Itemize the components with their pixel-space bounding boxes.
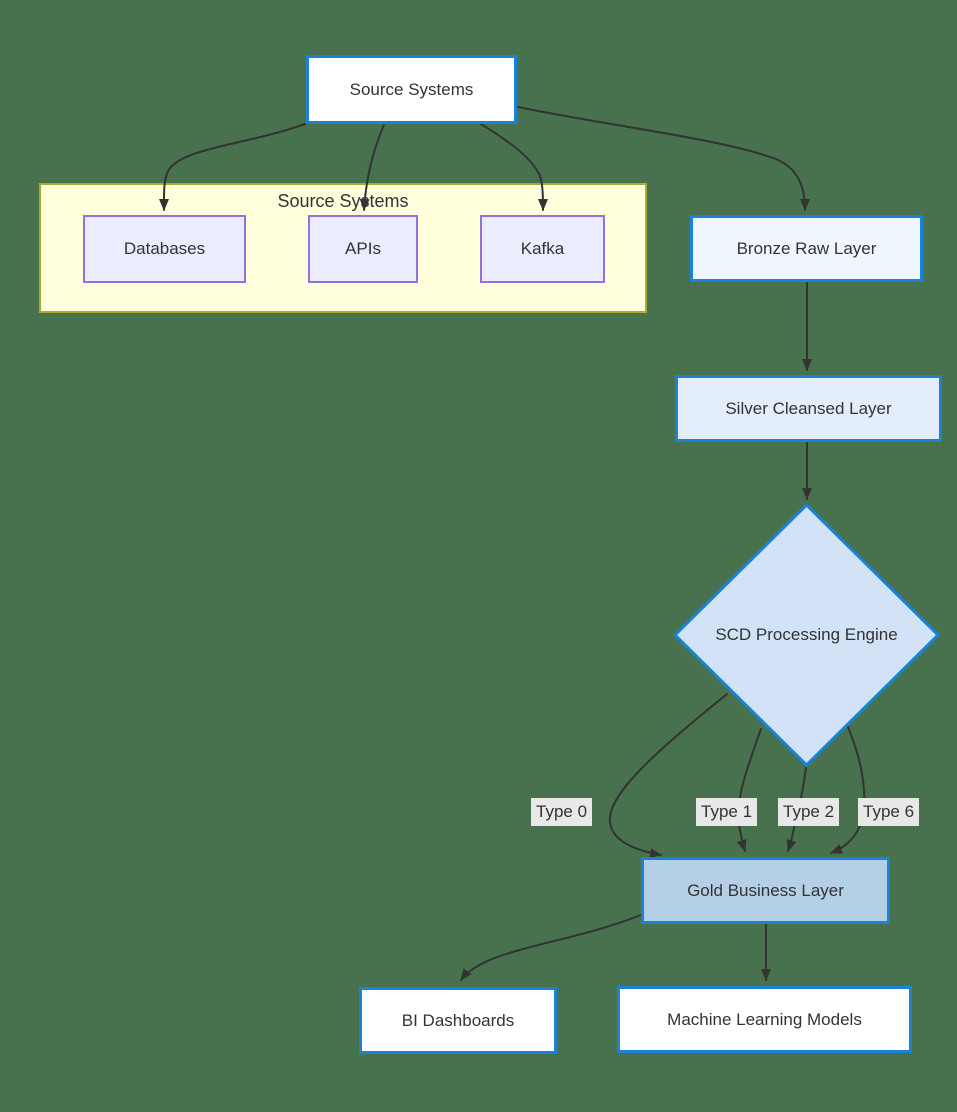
node-databases: Databases [83, 215, 246, 283]
edge-source-to-bronze [517, 106, 810, 211]
node-kafka-label: Kafka [520, 239, 565, 259]
node-apis: APIs [308, 215, 418, 283]
node-bi-dashboards: BI Dashboards [359, 987, 557, 1054]
edge-scd-to-gold-type2 [786, 767, 807, 852]
node-silver-cleansed-layer: Silver Cleansed Layer [675, 375, 942, 442]
node-silver-cleansed-layer-label: Silver Cleansed Layer [725, 398, 892, 418]
node-gold-business-layer-label: Gold Business Layer [687, 880, 844, 900]
node-apis-label: APIs [345, 239, 381, 259]
subgraph-title: Source Systems [277, 191, 409, 211]
node-machine-learning-models: Machine Learning Models [617, 986, 912, 1053]
node-bronze-raw-layer-label: Bronze Raw Layer [736, 238, 877, 258]
node-bronze-raw-layer: Bronze Raw Layer [690, 215, 923, 282]
node-gold-business-layer: Gold Business Layer [641, 857, 890, 924]
edge-label-type-6: Type 6 [858, 798, 920, 826]
node-databases-label: Databases [123, 239, 206, 259]
node-machine-learning-models-label: Machine Learning Models [667, 1009, 862, 1029]
scd-decision-diamond [672, 502, 941, 768]
edge-scd-to-gold-type1 [736, 728, 762, 852]
edge-source-to-databases [158, 123, 306, 211]
node-bi-dashboards-label: BI Dashboards [401, 1010, 515, 1030]
edge-scd-to-gold-type6 [830, 726, 866, 854]
edge-label-type-2: Type 2 [778, 798, 840, 826]
node-source-systems-label: Source Systems [349, 79, 474, 99]
edge-label-type-0: Type 0 [531, 798, 593, 826]
node-kafka: Kafka [480, 215, 605, 283]
node-scd-processing-engine-label: SCD Processing Engine [715, 625, 898, 644]
edge-label-type-1: Type 1 [696, 798, 758, 826]
node-source-systems: Source Systems [306, 55, 517, 124]
edge-scd-to-gold-type0 [608, 693, 728, 858]
edge-gold-to-bi [460, 914, 642, 981]
edge-source-to-apis [359, 124, 385, 211]
edge-source-to-kafka [480, 123, 548, 211]
